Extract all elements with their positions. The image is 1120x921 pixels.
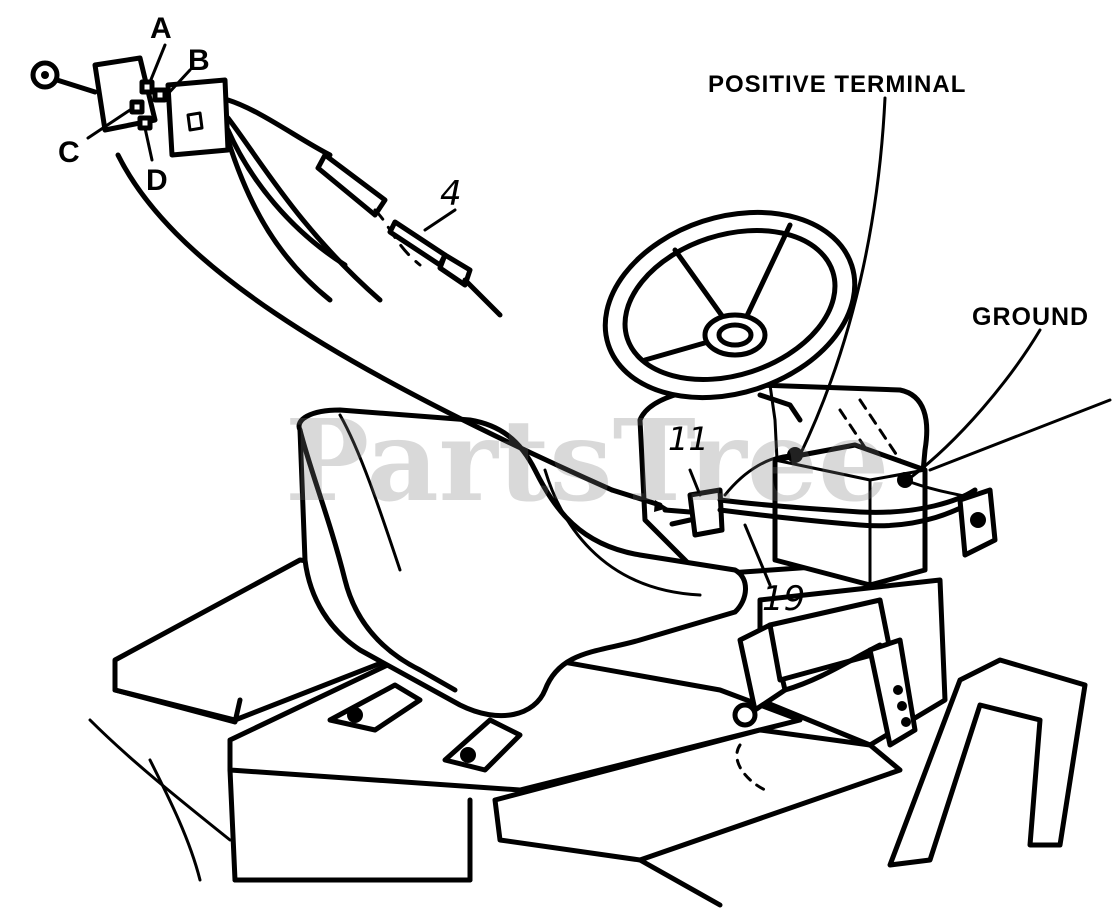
label-b: B [188, 44, 210, 77]
label-d: D [146, 164, 168, 197]
ground-leader [908, 328, 1042, 480]
part-19-leader [743, 523, 772, 587]
seat-back-and-cushion [296, 407, 748, 719]
label-part-19: 19 [762, 579, 805, 619]
ignition-switch [30, 43, 231, 162]
positive-terminal-leader [798, 96, 887, 457]
label-a: A [150, 12, 172, 45]
ignition-wires [115, 97, 615, 493]
label-part-4: 4 [440, 174, 462, 214]
battery-case [772, 442, 928, 588]
seat-switch [609, 487, 725, 538]
pin-d [137, 115, 153, 131]
switch-connector [165, 77, 231, 158]
pin-c [129, 99, 145, 115]
steering-wheel [602, 209, 858, 423]
wiring-harness-19 [717, 398, 1112, 558]
label-ground: GROUND [972, 303, 1089, 331]
label-c: C [58, 136, 80, 169]
pin-b [152, 87, 168, 103]
battery [772, 442, 928, 588]
label-positive-terminal: POSITIVE TERMINAL [708, 71, 966, 98]
right-footrest [887, 657, 1088, 868]
key-ring-icon [30, 60, 60, 90]
pin-a [139, 79, 155, 95]
lift-lever [732, 597, 918, 792]
label-part-11: 11 [668, 420, 709, 458]
part-11-leader [688, 468, 702, 497]
watermark: PartsTree [285, 396, 889, 527]
right-floorboard [492, 727, 903, 863]
seat [296, 407, 748, 773]
